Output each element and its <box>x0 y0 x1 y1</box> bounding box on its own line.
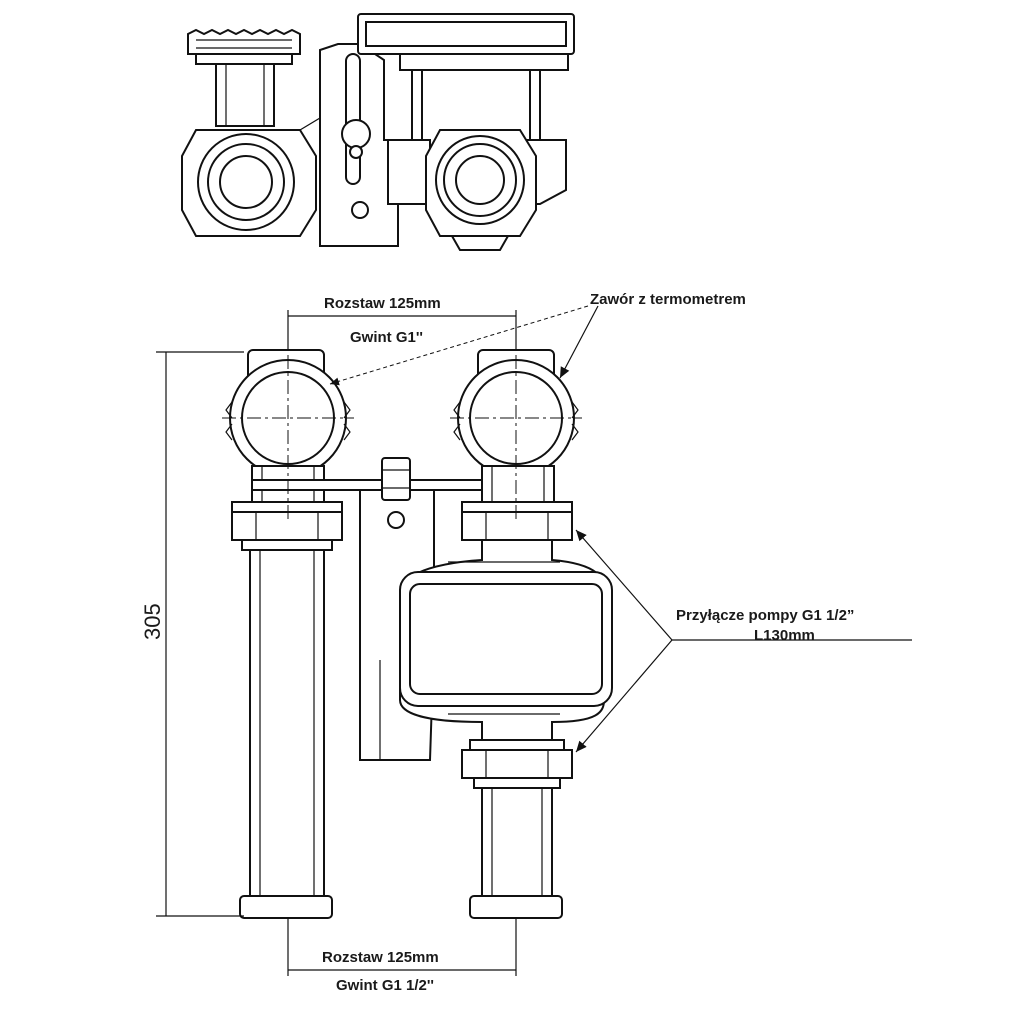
top-view-right-fitting <box>387 129 567 251</box>
top-thread-label: Gwint G1'' <box>350 329 423 346</box>
valve-callout-leaders <box>329 305 599 386</box>
circulation-pump <box>399 539 613 741</box>
right-pipe <box>469 787 563 919</box>
left-pipe <box>239 549 333 919</box>
dimension-bottom-spacing <box>287 918 517 976</box>
bottom-spacing-label: Rozstaw 125mm <box>322 949 439 966</box>
top-view-bracket <box>319 43 399 247</box>
dimension-top-spacing <box>287 310 517 350</box>
pump-connection-label: Przyłącze pompy G1 1/2” <box>676 607 854 624</box>
height-dimension-label: 305 <box>140 603 165 640</box>
right-upper-union-nut <box>461 501 573 541</box>
pump-length-label: L130mm <box>754 627 815 644</box>
dimension-height <box>156 351 244 917</box>
right-lower-union-nut <box>461 739 573 789</box>
valve-callout-label: Zawór z termometrem <box>590 291 746 308</box>
top-view-left-handwheel <box>187 28 301 127</box>
front-view <box>222 330 613 919</box>
center-lines <box>222 330 582 520</box>
top-view-pump-head <box>357 13 575 140</box>
pump-connection-leaders <box>575 529 912 753</box>
top-view <box>181 13 575 251</box>
bottom-thread-label: Gwint G1 1/2'' <box>336 977 434 994</box>
top-view-left-fitting <box>181 117 330 237</box>
left-union-nut <box>231 501 343 551</box>
top-spacing-label: Rozstaw 125mm <box>324 295 441 312</box>
